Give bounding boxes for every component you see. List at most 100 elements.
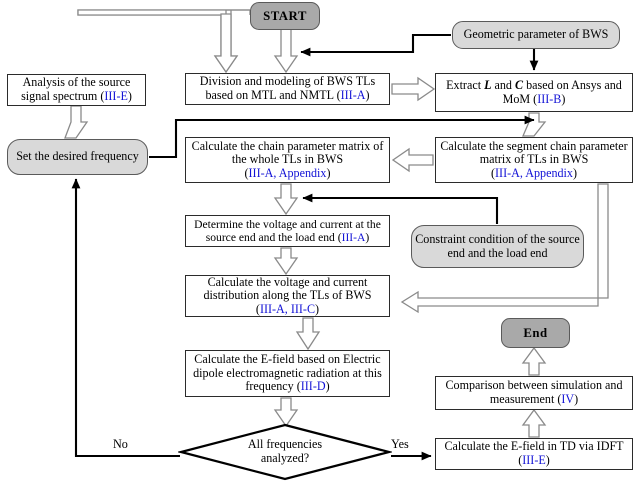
- chain-whole-line3-pre: (: [244, 165, 249, 180]
- analysis-line2-post: ): [127, 89, 132, 103]
- node-constraint-condition[interactable]: Constraint condition of the source end a…: [411, 225, 584, 268]
- hollow-arrow-extract-down: [522, 112, 547, 137]
- wire-setfreq-to-chainrail: [149, 115, 535, 159]
- node-set-desired-frequency-label: Set the desired frequency: [16, 149, 139, 164]
- node-comparison[interactable]: Comparison between simulation and measur…: [435, 376, 633, 410]
- node-chain-parameter-segment-text: Calculate the segment chain parameter ma…: [437, 138, 630, 181]
- distribution-line3: (III-A, III-C): [203, 301, 371, 317]
- node-chain-parameter-segment[interactable]: Calculate the segment chain parameter ma…: [435, 137, 633, 183]
- hollow-arrow-start-to-division: [273, 27, 299, 74]
- decision-line1: All frequencies: [247, 437, 323, 452]
- chain-whole-line1: Calculate the chain parameter matrix of: [191, 138, 384, 153]
- solid-connector-group: [71, 33, 539, 461]
- wire-geometric-to-start: [300, 33, 451, 57]
- node-chain-parameter-whole[interactable]: Calculate the chain parameter matrix of …: [185, 137, 390, 183]
- hollow-arrow-analysis-to-setfreq: [64, 105, 89, 139]
- determine-line2-pre: source end and the load end (: [205, 231, 342, 244]
- chain-whole-line3-post: ): [326, 165, 331, 180]
- extract-symbol-L: L: [484, 77, 492, 92]
- analysis-line2: signal spectrum (III-E): [21, 89, 132, 104]
- extract-line1-e: based on Ansys and: [523, 77, 622, 92]
- node-voltage-current-distribution-text: Calculate the voltage and current distri…: [200, 275, 374, 317]
- chain-whole-line3-ref: III-A, Appendix: [248, 165, 327, 180]
- decision-diamond-shape: [178, 423, 392, 481]
- hollow-arrow-determine-to-distribution: [273, 247, 299, 276]
- node-geometric-parameter-label: Geometric parameter of BWS: [463, 27, 609, 42]
- division-line2: based on MTL and NMTL (III-A): [200, 88, 375, 103]
- hollow-arrow-comparison-to-end: [521, 346, 547, 376]
- hollow-arrow-idft-to-comparison: [521, 408, 547, 438]
- comparison-line1: Comparison between simulation and: [445, 378, 623, 393]
- node-division-modeling[interactable]: Division and modeling of BWS TLs based o…: [185, 73, 390, 105]
- analysis-line2-ref: III-E: [104, 89, 128, 103]
- chain-whole-line3: (III-A, Appendix): [192, 165, 384, 181]
- node-extract-l-c-text: Extract L and C based on Ansys and MoM (…: [443, 77, 625, 107]
- node-set-desired-frequency[interactable]: Set the desired frequency: [7, 139, 148, 175]
- node-decision-label: All frequencies analyzed?: [178, 423, 392, 481]
- efield-line3-post: ): [325, 379, 330, 394]
- node-determine-voltage-current[interactable]: Determine the voltage and current at the…: [185, 215, 390, 247]
- wire-constraint-to-determine: [302, 193, 499, 224]
- idft-line1: Calculate the E-field in TD via IDFT: [444, 439, 624, 454]
- node-analysis-source-spectrum[interactable]: Analysis of the source signal spectrum (…: [7, 74, 146, 106]
- node-decision-diamond[interactable]: [178, 423, 392, 481]
- efield-line2: dipole electromagnetic radiation at this: [193, 365, 382, 380]
- node-voltage-current-distribution[interactable]: Calculate the voltage and current distri…: [185, 275, 390, 317]
- hollow-arrow-efield-to-decision: [273, 397, 299, 428]
- wire-no-feedback: [71, 178, 180, 458]
- efield-line1: Calculate the E-field based on Electric: [194, 352, 381, 367]
- distribution-line3-pre: (: [255, 301, 260, 316]
- node-extract-l-c[interactable]: Extract L and C based on Ansys and MoM (…: [435, 73, 633, 112]
- division-line2-post: ): [365, 88, 370, 102]
- distribution-line3-ref: III-A, III-C: [259, 301, 316, 316]
- node-division-modeling-text: Division and modeling of BWS TLs based o…: [197, 75, 378, 102]
- node-idft-text: Calculate the E-field in TD via IDFT (II…: [441, 440, 626, 467]
- hollow-arrow-rail-to-distribution: [400, 183, 609, 314]
- node-efield-dipole[interactable]: Calculate the E-field based on Electric …: [185, 350, 390, 397]
- node-end[interactable]: End: [501, 318, 570, 348]
- edge-label-yes: Yes: [391, 437, 409, 451]
- extract-line2-ref: III-B: [537, 91, 562, 106]
- efield-line3: frequency (III-D): [193, 379, 382, 394]
- node-analysis-source-spectrum-text: Analysis of the source signal spectrum (…: [18, 76, 135, 103]
- comparison-line2-post: ): [574, 392, 579, 406]
- idft-line2-post: ): [545, 453, 550, 467]
- determine-line2-ref: III-A: [341, 231, 366, 244]
- determine-line2-post: ): [365, 231, 370, 244]
- idft-line2-pre: (: [518, 453, 523, 467]
- node-start-label: START: [263, 8, 307, 23]
- node-determine-voltage-current-text: Determine the voltage and current at the…: [191, 218, 384, 244]
- chain-seg-line1: Calculate the segment chain parameter: [440, 138, 628, 153]
- hollow-arrow-group: [64, 9, 609, 438]
- chain-seg-line2: matrix of TLs in BWS: [479, 152, 589, 167]
- comparison-line2: measurement (IV): [445, 392, 622, 407]
- node-end-label: End: [523, 325, 548, 340]
- node-start[interactable]: START: [250, 2, 320, 30]
- node-efield-dipole-text: Calculate the E-field based on Electric …: [190, 353, 385, 394]
- node-constraint-condition-text: Constraint condition of the source end a…: [415, 231, 580, 260]
- extract-line1: Extract L and C based on Ansys and: [446, 77, 622, 93]
- analysis-line2-pre: signal spectrum (: [21, 89, 105, 103]
- node-chain-parameter-whole-text: Calculate the chain parameter matrix of …: [189, 138, 387, 181]
- hollow-arrow-segment-to-whole: [391, 147, 434, 173]
- node-comparison-text: Comparison between simulation and measur…: [442, 379, 625, 406]
- hollow-arrow-start-down-shaft: [213, 13, 239, 74]
- idft-line2: (III-E): [444, 453, 623, 468]
- division-line1: Division and modeling of BWS TLs: [199, 74, 376, 89]
- efield-line3-ref: III-D: [300, 379, 326, 394]
- chain-whole-line2: the whole TLs in BWS: [231, 152, 344, 167]
- node-idft[interactable]: Calculate the E-field in TD via IDFT (II…: [435, 438, 633, 470]
- chain-seg-line3: (III-A, Appendix): [440, 165, 627, 181]
- division-line2-ref: III-A: [340, 88, 366, 102]
- extract-line2-pre: MoM (: [502, 91, 538, 106]
- node-geometric-parameter[interactable]: Geometric parameter of BWS: [452, 21, 620, 49]
- extract-line2: MoM (III-B): [446, 91, 622, 107]
- idft-line2-ref: III-E: [522, 453, 546, 467]
- chain-seg-line3-post: ): [572, 165, 577, 180]
- efield-line3-pre: frequency (: [245, 379, 301, 394]
- comparison-line2-pre: measurement (: [489, 392, 562, 406]
- hollow-arrow-distribution-to-efield: [295, 317, 321, 351]
- constraint-line1: Constraint condition of the source: [415, 231, 580, 246]
